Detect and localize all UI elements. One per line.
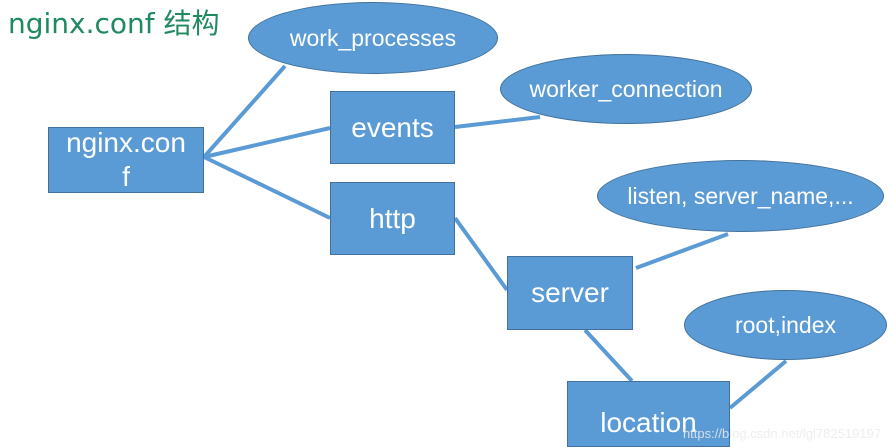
watermark-text: https://blog.csdn.net/lgl782519197	[682, 426, 881, 441]
node-http: http	[330, 182, 455, 255]
node-location: location	[567, 381, 730, 447]
edge-root-events	[203, 126, 331, 159]
edge-root-work-processes	[202, 64, 287, 159]
edge-http-server	[453, 216, 509, 292]
attr-root-index: root,index	[684, 290, 887, 360]
edge-server-location	[583, 328, 634, 383]
edge-root-http	[203, 155, 331, 220]
edge-location-root-index	[728, 359, 788, 410]
edge-server-listen	[635, 232, 729, 270]
attr-worker-connection: worker_connection	[500, 54, 752, 124]
node-events: events	[330, 91, 455, 164]
attr-work-processes: work_processes	[248, 2, 498, 74]
node-nginx-conf: nginx.con f	[48, 127, 204, 193]
diagram-title: nginx.conf 结构	[8, 7, 220, 40]
attr-listen-server-name: listen, server_name,...	[597, 160, 884, 232]
edge-events-worker-connection	[454, 115, 541, 129]
node-server: server	[507, 256, 633, 330]
